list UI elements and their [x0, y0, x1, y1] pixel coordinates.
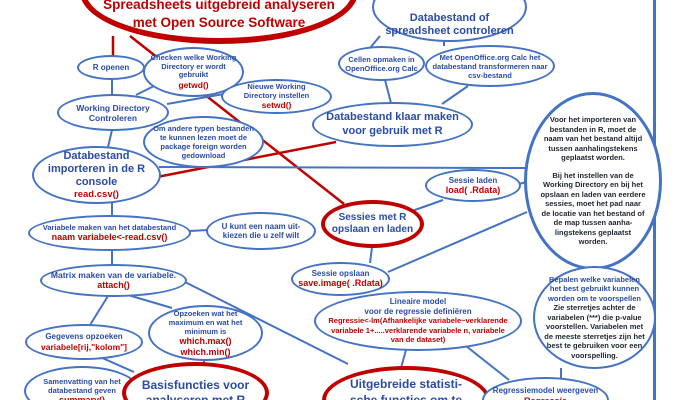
- node-regressiemodel[interactable]: Regressiemodel weergeven Regressie: [482, 377, 609, 400]
- node-lineaire-model[interactable]: Lineaire model voor de regressie definië…: [314, 291, 522, 351]
- node-met-openoffice-calc[interactable]: Met OpenOffice.org Calc het databestand …: [425, 45, 555, 87]
- node-cellen-opmaken[interactable]: Cellen opmaken in OpenOffice.org Calc: [338, 46, 425, 81]
- node-om-andere-typen[interactable]: Om andere typen bestanden te kunnen leze…: [143, 116, 264, 168]
- node-r-openen[interactable]: R openen: [77, 55, 145, 80]
- node-matrix-maken[interactable]: Matrix maken van de variabele. attach(): [40, 264, 187, 297]
- node-naam-kiezen[interactable]: U kunt een naam uit­kiezen die u zelf wi…: [206, 212, 316, 250]
- node-sessie-opslaan[interactable]: Sessie opslaan save.image( .Rdata): [291, 262, 390, 296]
- node-nieuwe-working-directory[interactable]: Nieuwe Working Directory instellen setwd…: [221, 79, 332, 114]
- node-databestand-importeren[interactable]: Databestand importeren in de R console r…: [32, 146, 161, 204]
- node-sessies-met-r[interactable]: Sessies met R opslaan en laden: [321, 200, 424, 248]
- node-uitgebreide-functies[interactable]: Uitgebreide statisti­sche functies om te: [322, 366, 490, 400]
- node-title[interactable]: Spreadsheets uitgebreid analyseren met O…: [80, 0, 358, 44]
- node-sessie-laden[interactable]: Sessie laden load( .Rdata): [425, 169, 521, 202]
- node-databestand-of-spreadsheet[interactable]: Databestand of spreadsheet controleren: [372, 0, 527, 42]
- node-bepalen-variabelen[interactable]: Bepalen welke variabelen het best gebrui…: [533, 266, 656, 369]
- node-variabele-maken[interactable]: Variabele maken van het databestand naam…: [28, 215, 191, 251]
- node-working-directory-controleren[interactable]: Working Directory Controleren: [57, 94, 169, 131]
- node-opzoeken-max-min[interactable]: Opzoeken wat het maximum en wat het mini…: [148, 305, 263, 361]
- node-samenvatting[interactable]: Samenvatting van het databestand geven s…: [24, 366, 140, 400]
- node-gegevens-opzoeken[interactable]: Gegevens opzoeken variabele[rij,"kolom"]: [25, 324, 143, 360]
- node-databestand-klaar-maken[interactable]: Databestand klaar maken voor gebruik met…: [312, 102, 473, 147]
- node-import-notitie[interactable]: Voor het importeren van bestanden in R, …: [524, 92, 662, 270]
